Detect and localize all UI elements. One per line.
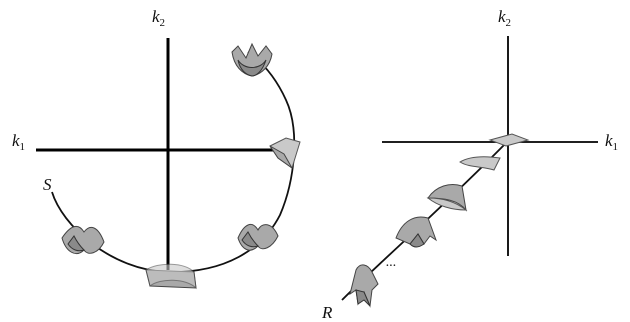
left-panel: k2 k1 S: [12, 7, 301, 290]
right-k1-label: k1: [605, 131, 618, 153]
r-curve-label: R: [321, 303, 333, 322]
left-patch-lower-left: [61, 225, 105, 254]
left-k1-label: k1: [12, 131, 25, 153]
right-k2-label: k2: [498, 7, 511, 29]
right-patch-5: [349, 264, 379, 308]
left-patch-bottom: [145, 263, 197, 290]
right-patch-2: [459, 156, 501, 171]
left-k2-label: k2: [152, 7, 165, 29]
right-patch-4: [395, 216, 437, 248]
left-patch-right: [269, 137, 301, 169]
right-patch-3: [426, 184, 468, 212]
s-curve-label: S: [43, 175, 52, 194]
right-panel: k2 k1 R ...: [321, 7, 618, 322]
left-patch-lower-right: [237, 223, 279, 251]
right-patch-origin: [488, 133, 530, 147]
left-patch-top: [231, 42, 273, 77]
ellipsis-label: ...: [386, 255, 397, 270]
